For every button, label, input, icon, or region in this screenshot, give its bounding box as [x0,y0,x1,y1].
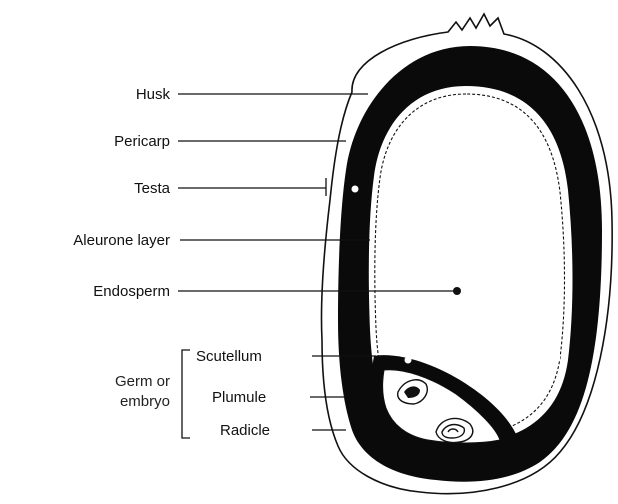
label-germ-line1: Germ or [115,373,170,390]
label-husk: Husk [136,86,171,103]
label-germ-line2: embryo [120,393,170,410]
label-plumule: Plumule [212,389,266,406]
label-scutellum: Scutellum [196,348,262,365]
scutellum-marker-dot [405,357,412,364]
testa-marker-dot [352,186,359,193]
label-pericarp: Pericarp [114,133,170,150]
label-aleurone: Aleurone layer [73,232,170,249]
label-radicle: Radicle [220,422,270,439]
label-endosperm: Endosperm [93,283,170,300]
endosperm-region [381,100,560,392]
label-testa: Testa [134,180,171,197]
germ-bracket [182,350,190,438]
